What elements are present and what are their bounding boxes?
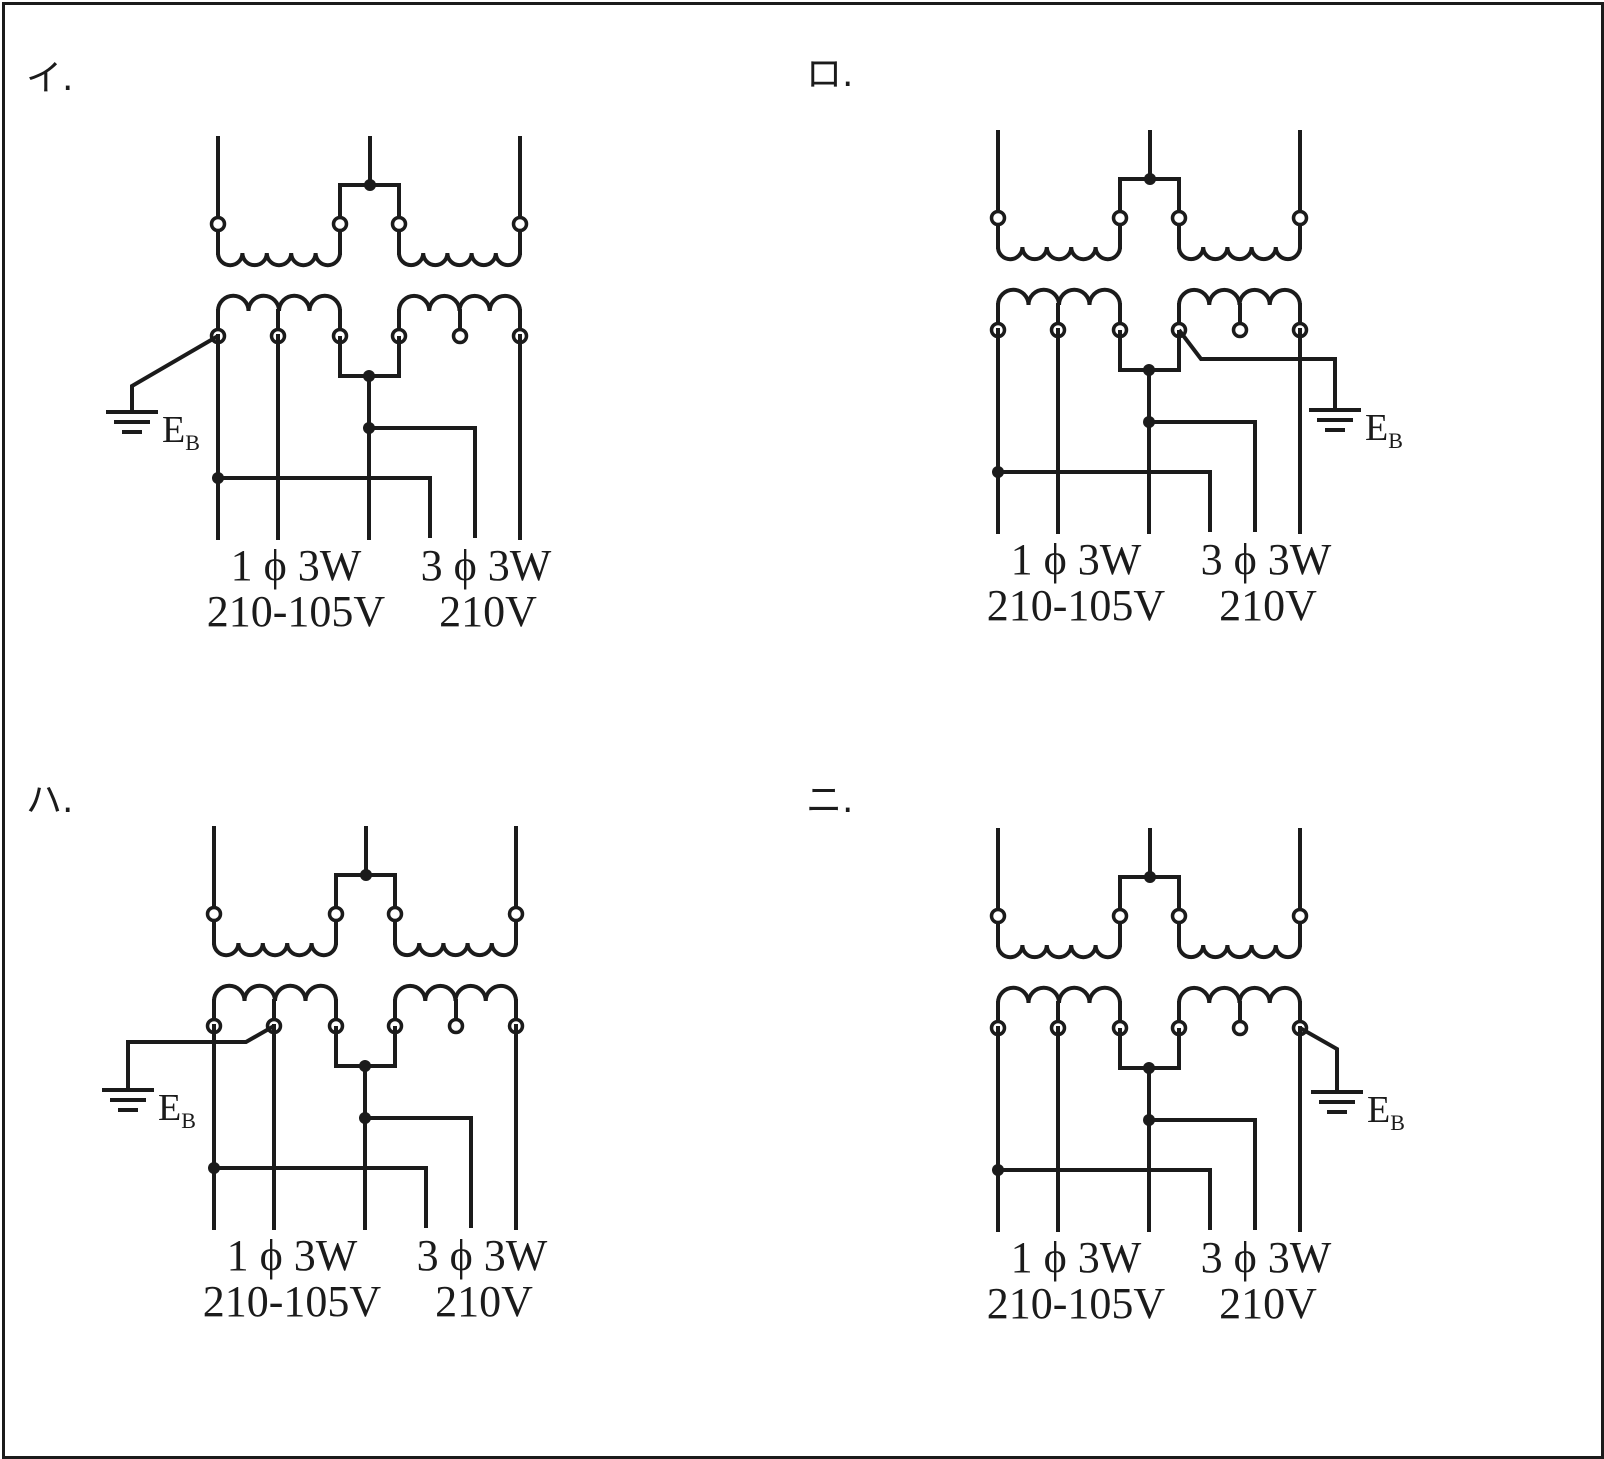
caption-three-phase-voltage: 210V: [439, 587, 537, 636]
caption-single-phase-voltage: 210-105V: [987, 1279, 1166, 1328]
ground-label: EB: [1367, 1089, 1405, 1135]
junction-dot: [360, 869, 372, 881]
three-phase-line: [365, 1116, 473, 1228]
primary-winding: [216, 252, 342, 268]
primary-winding: [393, 942, 518, 958]
three-phase-line: [998, 1168, 1212, 1230]
terminal: [507, 905, 525, 923]
secondary-winding: [1177, 287, 1302, 306]
caption-three-phase-type: 3 ϕ 3W: [1201, 535, 1332, 584]
primary-winding: [996, 944, 1122, 960]
caption-single-phase-voltage: 210-105V: [207, 587, 386, 636]
ground-label: EB: [158, 1087, 196, 1133]
terminal: [989, 907, 1007, 925]
secondary-link: [1118, 330, 1181, 372]
junction-dot: [364, 179, 376, 191]
three-phase-line: [1149, 420, 1257, 532]
secondary-winding: [397, 293, 522, 312]
terminal: [390, 215, 408, 233]
terminal: [386, 905, 404, 923]
terminal: [1170, 209, 1188, 227]
primary-winding: [996, 246, 1122, 262]
terminal: [1111, 209, 1129, 227]
three-phase-line: [998, 470, 1212, 532]
three-phase-line: [1149, 1118, 1257, 1230]
primary-winding: [1177, 246, 1302, 262]
secondary-link: [1118, 1028, 1181, 1070]
terminal: [331, 215, 349, 233]
ground-wire: [126, 1024, 275, 1090]
caption-three-phase-voltage: 210V: [1219, 581, 1317, 630]
secondary-winding: [216, 293, 342, 312]
terminal: [511, 215, 529, 233]
secondary-winding: [393, 983, 518, 1002]
panel-label: ハ.: [26, 780, 73, 821]
ground-wire: [1299, 1026, 1339, 1092]
three-phase-line: [218, 476, 432, 538]
caption-single-phase-type: 1 ϕ 3W: [1011, 535, 1142, 584]
secondary-winding: [212, 983, 338, 1002]
ground-label: EB: [162, 409, 200, 455]
junction-dot: [1144, 871, 1156, 883]
caption-single-phase-type: 1 ϕ 3W: [231, 541, 362, 590]
terminal: [327, 905, 345, 923]
secondary-winding: [996, 287, 1122, 306]
junction-dot: [1144, 173, 1156, 185]
primary-winding: [1177, 944, 1302, 960]
primary-winding: [397, 252, 522, 268]
caption-single-phase-voltage: 210-105V: [987, 581, 1166, 630]
caption-single-phase-type: 1 ϕ 3W: [1011, 1233, 1142, 1282]
panel-label: ニ.: [806, 780, 853, 821]
caption-single-phase-type: 1 ϕ 3W: [227, 1231, 358, 1280]
three-phase-line: [214, 1166, 428, 1228]
terminal: [451, 327, 469, 345]
ground-wire: [130, 334, 220, 412]
panel-label: ロ.: [806, 54, 853, 95]
terminal: [1111, 907, 1129, 925]
terminal: [447, 1017, 465, 1035]
panel-label: イ.: [26, 58, 73, 99]
three-phase-line: [369, 426, 477, 538]
terminal: [1231, 1019, 1249, 1037]
secondary-winding: [996, 985, 1122, 1004]
caption-single-phase-voltage: 210-105V: [203, 1277, 382, 1326]
terminal: [1231, 321, 1249, 339]
caption-three-phase-type: 3 ϕ 3W: [417, 1231, 548, 1280]
caption-three-phase-type: 3 ϕ 3W: [1201, 1233, 1332, 1282]
secondary-link: [338, 336, 401, 378]
terminal: [1291, 907, 1309, 925]
caption-three-phase-voltage: 210V: [1219, 1279, 1317, 1328]
ground-label: EB: [1365, 407, 1403, 453]
caption-three-phase-voltage: 210V: [435, 1277, 533, 1326]
terminal: [1291, 209, 1309, 227]
secondary-winding: [1177, 985, 1302, 1004]
terminal: [209, 215, 227, 233]
primary-winding: [212, 942, 338, 958]
ground-wire: [1177, 328, 1337, 410]
terminal: [989, 209, 1007, 227]
secondary-link: [334, 1026, 397, 1068]
terminal: [205, 905, 223, 923]
caption-three-phase-type: 3 ϕ 3W: [421, 541, 552, 590]
terminal: [1170, 907, 1188, 925]
